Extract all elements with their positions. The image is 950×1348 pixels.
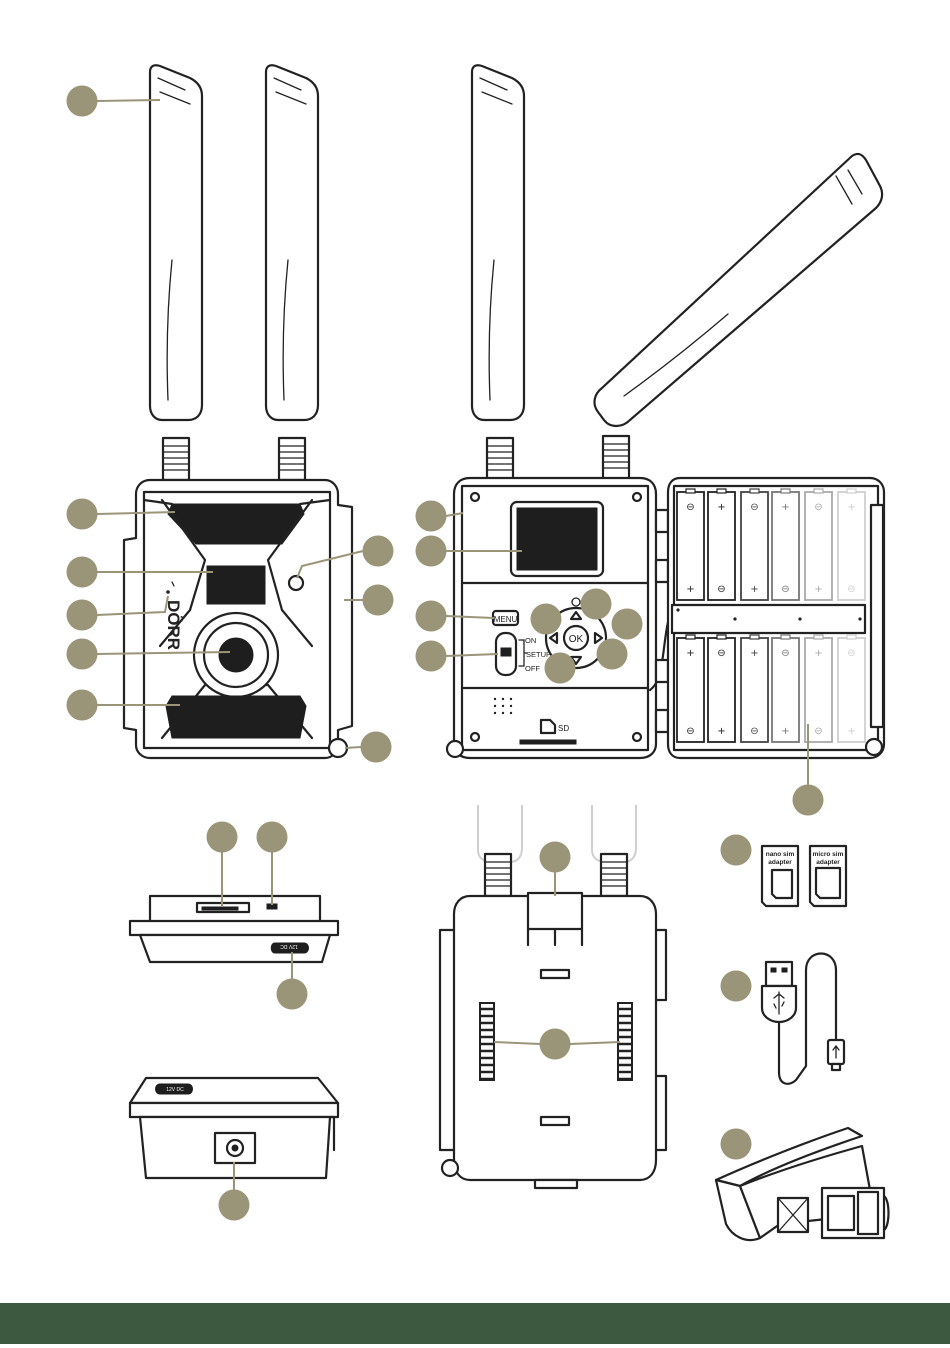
- open-antenna-right-tilted: [595, 154, 883, 480]
- callout-marker: [67, 600, 98, 631]
- battery-polarity-mark: ⊖: [750, 502, 758, 513]
- switch-off-label: OFF: [525, 664, 540, 673]
- strap-slot-ladder: [618, 1003, 632, 1080]
- battery-polarity-mark: +: [847, 502, 855, 513]
- callout-marker: [416, 536, 447, 567]
- sd-card-slot: [520, 740, 576, 744]
- top-view: 12V DC: [130, 896, 338, 962]
- callout-marker: [597, 639, 628, 670]
- battery-polarity-mark: ⊖: [686, 726, 694, 737]
- callout-marker: [363, 585, 394, 616]
- battery-polarity-mark: +: [686, 648, 694, 659]
- micro-sim-label-line1: micro sim: [813, 851, 844, 858]
- battery-polarity-mark: ⊖: [781, 584, 789, 595]
- bottom-view-lid: [130, 1103, 338, 1117]
- callout-marker: [67, 557, 98, 588]
- ok-button-label: OK: [569, 634, 584, 645]
- callout-marker: [67, 86, 98, 117]
- callout-marker: [581, 589, 612, 620]
- callout-marker: [793, 785, 824, 816]
- callout-marker: [257, 822, 288, 853]
- lock-eyelet: [329, 739, 347, 757]
- battery-divider: [672, 605, 865, 633]
- battery-polarity-mark: ⊖: [814, 726, 822, 737]
- callout-marker: [416, 601, 447, 632]
- battery-polarity-mark: ⊖: [717, 584, 725, 595]
- pir-sensor: [207, 566, 265, 604]
- nano-sim-label-line2: adapter: [768, 859, 792, 866]
- callout-marker: [67, 499, 98, 530]
- callout-marker: [67, 639, 98, 670]
- battery-polarity-mark: +: [717, 726, 725, 737]
- switch-on-label: ON: [525, 636, 536, 645]
- battery-polarity-mark: +: [750, 584, 758, 595]
- menu-button-label: MENU: [494, 615, 518, 624]
- battery-polarity-mark: +: [847, 726, 855, 737]
- battery-polarity-mark: ⊖: [717, 648, 725, 659]
- battery-polarity-mark: ⊖: [814, 502, 822, 513]
- battery-polarity-mark: ⊖: [686, 502, 694, 513]
- callout-marker: [277, 979, 308, 1010]
- callout-marker: [721, 971, 752, 1002]
- callout-marker: [207, 822, 238, 853]
- strap-slot-ladder: [480, 1003, 494, 1080]
- footer-bar: [0, 1303, 950, 1344]
- open-view: MENU ON SETUP OFF OK SD: [447, 65, 884, 758]
- callout-marker: [361, 732, 392, 763]
- battery-polarity-mark: ⊖: [847, 584, 855, 595]
- battery-polarity-mark: +: [781, 502, 789, 513]
- callout-marker: [219, 1190, 250, 1221]
- callout-marker: [416, 501, 447, 532]
- front-antenna-left: [150, 65, 202, 480]
- ir-panel-bottom: [166, 696, 306, 738]
- callout-marker: [67, 690, 98, 721]
- callout-marker: [612, 609, 643, 640]
- battery-polarity-mark: +: [814, 648, 822, 659]
- callout-marker: [721, 1129, 752, 1160]
- battery-polarity-mark: +: [717, 502, 725, 513]
- front-view: DÖRR: [124, 65, 352, 758]
- battery-polarity-mark: +: [814, 584, 822, 595]
- light-sensor: [289, 576, 303, 590]
- callout-marker: [531, 604, 562, 635]
- battery-polarity-mark: +: [750, 648, 758, 659]
- strap-loop-top: [528, 893, 582, 929]
- sim-adapters: nano sim adapter micro sim adapter: [762, 846, 846, 906]
- callout-marker: [540, 842, 571, 873]
- callout-marker: [363, 536, 394, 567]
- callout-marker: [416, 641, 447, 672]
- battery-polarity-mark: ⊖: [781, 648, 789, 659]
- usb-cable: [762, 954, 844, 1084]
- usb-a-plug: [766, 962, 792, 986]
- lcd-screen: [517, 508, 597, 570]
- callout-marker: [721, 835, 752, 866]
- front-antenna-right: [266, 65, 318, 480]
- callout-leader-line: [97, 100, 160, 101]
- callout-leader-line: [345, 747, 361, 748]
- camera-lens: [219, 638, 253, 672]
- callout-marker: [540, 1029, 571, 1060]
- switch-setup-label: SETUP: [526, 650, 551, 659]
- callout-marker: [545, 653, 576, 684]
- battery-polarity-mark: +: [686, 584, 694, 595]
- battery-polarity-mark: ⊖: [750, 726, 758, 737]
- battery-polarity-mark: ⊖: [847, 648, 855, 659]
- open-antenna-left: [472, 65, 524, 480]
- dc-port-top-label: 12V DC: [280, 943, 298, 949]
- dc-port-bottom-label: 12V DC: [166, 1087, 184, 1093]
- micro-sim-label-line2: adapter: [816, 859, 840, 866]
- nano-sim-label-line1: nano sim: [766, 851, 795, 858]
- battery-polarity-mark: +: [781, 726, 789, 737]
- top-view-lid: [130, 921, 338, 935]
- sd-slot-label: SD: [558, 724, 569, 733]
